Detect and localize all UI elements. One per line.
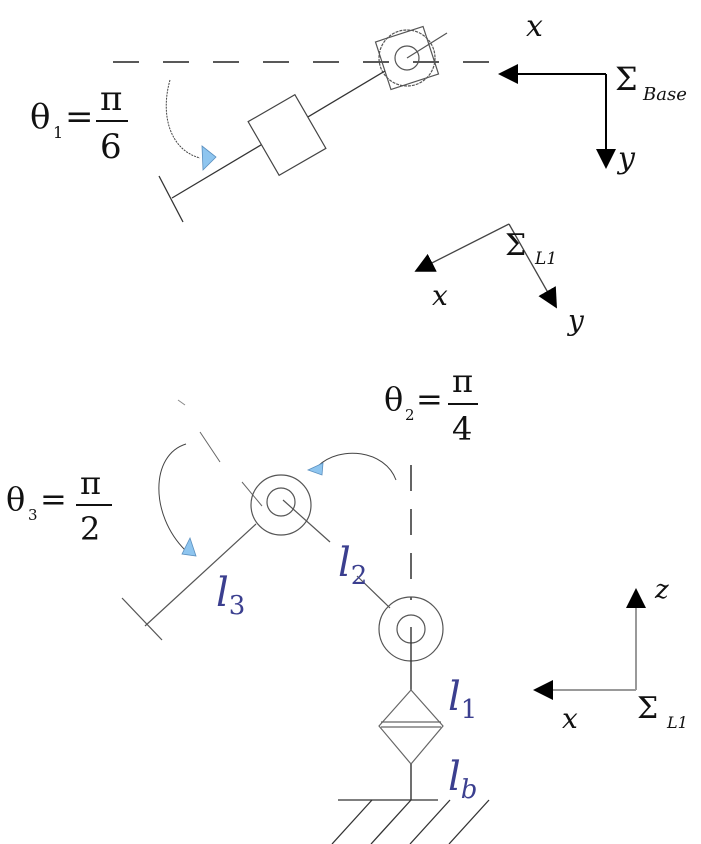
svg-text:l1: l1 — [448, 674, 477, 725]
svg-text:y: y — [616, 141, 636, 176]
end-effector-cap — [158, 175, 184, 223]
top-view: θ 1 = π 6 x y Σ Base x y Σ L1 — [30, 9, 687, 337]
ground — [331, 799, 490, 844]
link-3 — [144, 523, 257, 627]
theta2-label: θ 2 = π 4 — [384, 362, 478, 448]
svg-text:Σ: Σ — [637, 691, 658, 726]
link-2b — [356, 575, 391, 609]
svg-text:π: π — [100, 79, 122, 119]
end-effector-cap-side — [121, 597, 163, 641]
svg-text:Base: Base — [642, 84, 687, 105]
theta2-arrow-tip — [306, 462, 324, 476]
joint-2 — [250, 474, 312, 536]
link-labels: l2 l3 l1 lb — [216, 540, 477, 805]
svg-text:2: 2 — [80, 510, 100, 548]
svg-text:L1: L1 — [534, 249, 557, 269]
prismatic-box — [247, 93, 327, 177]
svg-text:6: 6 — [100, 127, 122, 167]
theta1-arrow-tip — [201, 145, 217, 171]
svg-text:L1: L1 — [666, 713, 688, 732]
svg-text:θ: θ — [384, 380, 403, 418]
svg-text:x: x — [432, 279, 448, 312]
svg-text:4: 4 — [452, 410, 472, 448]
side-view: θ 2 = π 4 θ 3 = π 2 — [6, 362, 688, 844]
svg-text:θ: θ — [30, 97, 50, 137]
theta1-arc-arrow — [165, 79, 201, 159]
link3-extension — [177, 399, 186, 406]
svg-text:l2: l2 — [338, 540, 367, 591]
svg-text:z: z — [654, 575, 669, 605]
theta3-arc-arrow — [158, 443, 187, 551]
svg-text:1: 1 — [53, 123, 63, 142]
l1-frame-side: z x Σ L1 — [533, 575, 688, 735]
svg-text:θ: θ — [6, 480, 25, 518]
svg-text:=: = — [65, 97, 94, 137]
theta3-label: θ 3 = π 2 — [6, 464, 112, 548]
svg-text:3: 3 — [28, 506, 38, 524]
svg-text:Σ: Σ — [615, 60, 638, 98]
svg-text:x: x — [526, 9, 543, 44]
svg-text:Σ: Σ — [505, 228, 526, 263]
theta2-arc-arrow — [317, 452, 397, 481]
link-2 — [282, 499, 331, 543]
svg-text:π: π — [452, 362, 473, 400]
prismatic-joint-diamond — [378, 689, 444, 765]
svg-text:=: = — [416, 380, 443, 418]
theta3-arrow-tip — [181, 536, 197, 557]
svg-text:y: y — [566, 304, 585, 337]
svg-text:π: π — [80, 464, 101, 502]
base-joint — [374, 25, 448, 91]
svg-text:l3: l3 — [216, 570, 245, 621]
link3-extension2 — [199, 431, 221, 463]
svg-text:2: 2 — [405, 406, 415, 424]
svg-text:x: x — [562, 702, 578, 735]
svg-text:lb: lb — [448, 754, 477, 805]
theta1-label: θ 1 = π 6 — [30, 79, 128, 167]
base-frame: x y Σ Base — [498, 9, 687, 176]
l1-frame-top: x y Σ L1 — [414, 223, 585, 337]
svg-text:=: = — [40, 480, 67, 518]
link3-extension3 — [241, 481, 263, 507]
